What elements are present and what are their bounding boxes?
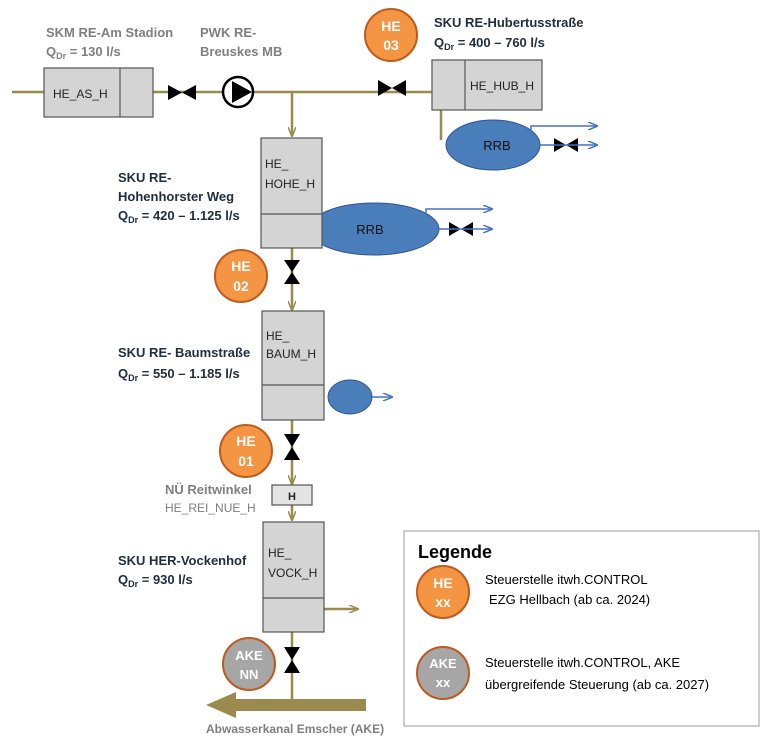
legend: Legende HE xx Steuerstelle itwh.CONTROL … [403, 530, 760, 727]
baum-basin [327, 379, 373, 415]
outflows [372, 126, 597, 397]
svg-text:02: 02 [233, 278, 249, 294]
vock-flow: QDr = 930 l/s [118, 572, 193, 589]
svg-text:01: 01 [238, 453, 254, 469]
hub-name: SKU RE-Hubertusstraße [434, 15, 584, 30]
box-he-rei-nue-h-label: H [288, 491, 296, 503]
marker-he01: HE 01 [219, 424, 273, 478]
rrb-hohe-label: RRB [356, 222, 383, 237]
svg-text:xx: xx [435, 594, 451, 610]
legend-ake-text2: übergreifende Steuerung (ab ca. 2027) [485, 677, 709, 692]
legend-ake-marker [416, 646, 470, 700]
pwk-label-line2: Breuskes MB [200, 44, 282, 59]
valve-icon [284, 434, 300, 460]
svg-text:xx: xx [436, 675, 451, 690]
legend-he-text2: EZG Hellbach (ab ca. 2024) [489, 592, 650, 607]
marker-ake: AKE NN [222, 637, 276, 691]
baum-name: SKU RE- Baumstraße [118, 345, 250, 360]
svg-text:HE: HE [381, 18, 400, 34]
box-he-vock-h [262, 521, 325, 633]
hohe-flow: QDr = 420 – 1.125 l/s [118, 208, 240, 225]
skm-stadion-name: SKM RE-Am Stadion [46, 25, 173, 40]
ake-channel-arrow [206, 692, 366, 718]
legend-title: Legende [418, 542, 492, 562]
box-he-hub-h [431, 59, 543, 111]
svg-text:NN: NN [240, 667, 259, 682]
box-he-as-h [43, 67, 154, 118]
svg-text:03: 03 [383, 37, 399, 53]
skm-stadion-flow: QDr = 130 l/s [46, 44, 121, 61]
box-he-vock-h-line1: HE_ [268, 546, 292, 560]
svg-text:HE: HE [236, 433, 255, 449]
svg-text:AKE: AKE [429, 656, 457, 671]
valve-icon [378, 80, 406, 96]
pump-icon [221, 75, 255, 109]
ake-channel-label: Abwasserkanal Emscher (AKE) [206, 722, 384, 736]
box-he-hohe-h-line2: HOHE_H [265, 177, 315, 191]
rei-id: HE_REI_NUE_H [165, 501, 256, 515]
legend-ake-text1: Steuerstelle itwh.CONTROL, AKE [485, 655, 680, 670]
box-he-hohe-h [260, 137, 323, 249]
box-he-hub-h-label: HE_HUB_H [470, 79, 534, 93]
box-he-vock-h-line2: VOCK_H [268, 566, 317, 580]
svg-text:HE: HE [433, 575, 452, 591]
svg-text:AKE: AKE [235, 648, 263, 663]
legend-he-text1: Steuerstelle itwh.CONTROL [485, 572, 648, 587]
valve-icon [284, 647, 300, 673]
hub-flow: QDr = 400 – 760 l/s [434, 35, 545, 52]
pwk-label-line1: PWK RE- [200, 25, 256, 40]
legend-he-marker [416, 565, 470, 619]
baum-flow: QDr = 550 – 1.185 l/s [118, 366, 240, 383]
box-he-baum-h-line1: HE_ [266, 329, 290, 343]
vock-name: SKU HER-Vockenhof [118, 553, 247, 568]
box-he-rei-nue-h [271, 484, 313, 506]
marker-he02: HE 02 [214, 249, 268, 303]
svg-text:HE: HE [231, 258, 250, 274]
hohe-name-line1: SKU RE- [118, 170, 171, 185]
box-he-as-h-label: HE_AS_H [53, 87, 108, 101]
box-he-hohe-h-line1: HE_ [265, 157, 289, 171]
hohe-name-line2: Hohenhorster Weg [118, 189, 234, 204]
box-he-baum-h [261, 310, 325, 421]
rrb-hub-label: RRB [483, 138, 510, 153]
box-he-baum-h-line2: BAUM_H [266, 347, 316, 361]
valve-icon [284, 260, 300, 284]
valve-icon [168, 85, 196, 100]
marker-he03: HE 03 [364, 8, 418, 62]
rei-name: NÜ Reitwinkel [165, 482, 252, 497]
